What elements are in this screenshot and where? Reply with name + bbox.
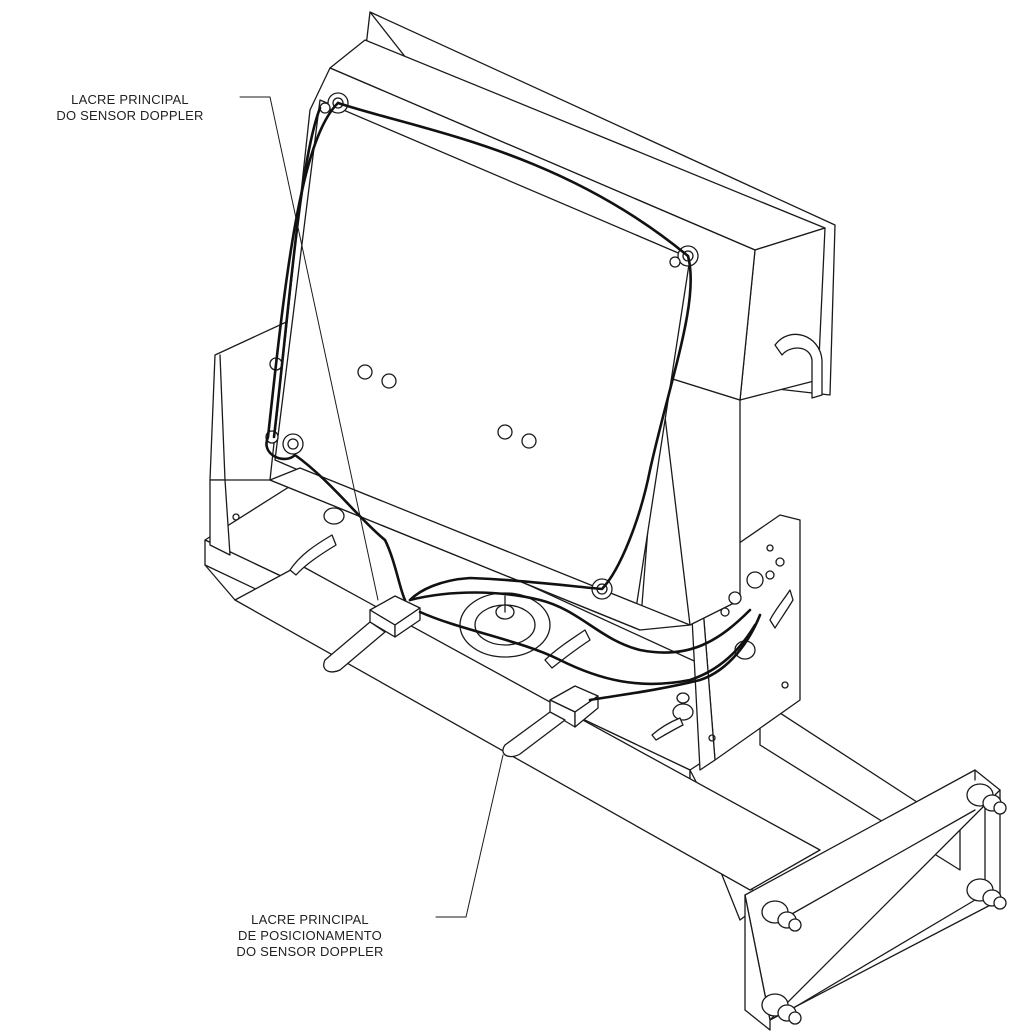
seal-tag-main <box>324 596 420 672</box>
label-main-seal: LACRE PRINCIPAL DO SENSOR DOPPLER <box>30 92 230 124</box>
mount-bolt-3 <box>762 901 801 931</box>
mount-bolt-1 <box>967 784 1006 814</box>
leader-line-bottom <box>436 755 503 917</box>
seal-tag-positioning <box>503 686 598 757</box>
cable-gland-bottom-left <box>290 508 344 575</box>
rosette-adjustment-disk <box>460 593 550 657</box>
label-positioning-seal-line3: DO SENSOR DOPPLER <box>236 944 384 959</box>
sensor-enclosure <box>270 12 835 630</box>
cable-gland-right <box>652 558 784 740</box>
label-main-seal-line2: DO SENSOR DOPPLER <box>56 108 204 123</box>
seal-wire <box>266 103 760 700</box>
label-positioning-seal-line1: LACRE PRINCIPAL <box>251 912 369 927</box>
mount-bolt-4 <box>762 994 801 1024</box>
label-positioning-seal: LACRE PRINCIPAL DE POSICIONAMENTO DO SEN… <box>190 912 430 960</box>
lid-screw-bottom-left <box>266 431 303 454</box>
wall-mount-plate <box>745 770 1000 1030</box>
label-main-seal-line1: LACRE PRINCIPAL <box>71 92 189 107</box>
label-positioning-seal-line2: DE POSICIONAMENTO <box>237 928 382 943</box>
mount-bolt-2 <box>967 879 1006 909</box>
leader-line-top <box>240 97 378 600</box>
